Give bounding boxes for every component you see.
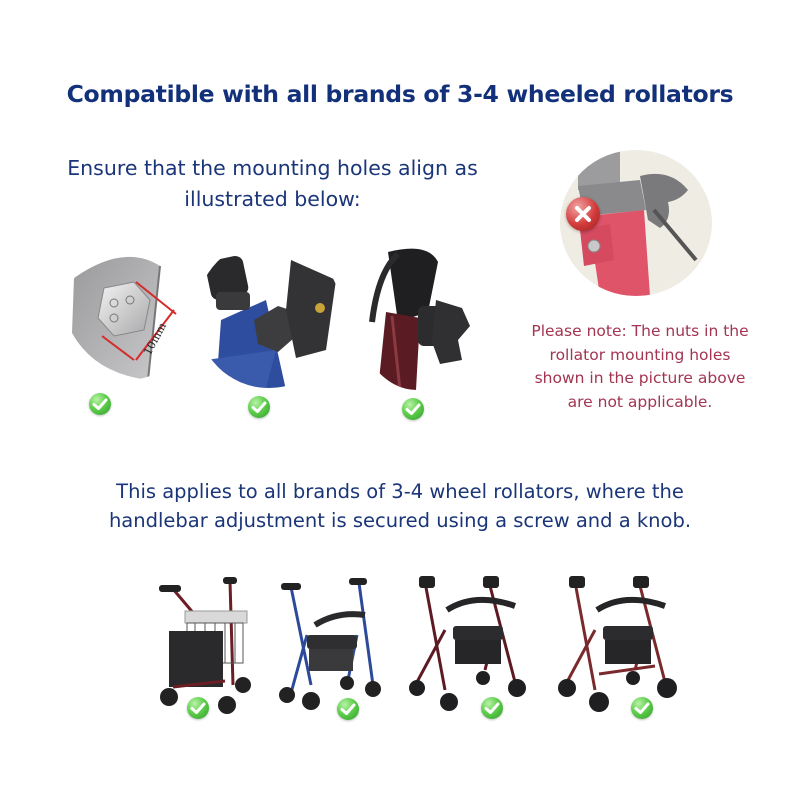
instructions-text: Ensure that the mounting holes align as … <box>30 153 515 215</box>
red-rollator-image <box>555 570 680 715</box>
blue-frame-knob-mount-image <box>196 240 342 388</box>
check-icon <box>481 697 503 719</box>
not-applicable-note: Please note: The nuts in the rollator mo… <box>512 320 768 414</box>
blue-rollator-image <box>277 575 387 715</box>
note-line-3: shown in the picture above <box>534 369 746 387</box>
applies-line-1: This applies to all brands of 3-4 wheel … <box>116 480 684 503</box>
applies-line-2: handlebar adjustment is secured using a … <box>108 509 692 532</box>
note-line-4: are not applicable. <box>567 392 713 411</box>
burgundy-frame-knob-illustration <box>369 248 470 390</box>
note-line-1: Please note: The nuts in the <box>531 322 749 340</box>
check-icon <box>89 393 111 415</box>
hex-bolt-mount-image: 10mm <box>64 248 192 380</box>
hex-bolt-illustration: 10mm <box>72 256 177 380</box>
check-icon <box>187 697 209 719</box>
three-wheel-rollator-image <box>155 575 255 715</box>
note-line-2: rollator mounting holes <box>549 345 731 364</box>
compatibility-description: This applies to all brands of 3-4 wheel … <box>40 477 760 535</box>
blue-frame-knob-illustration <box>196 255 336 388</box>
check-icon <box>402 398 424 420</box>
check-icon <box>337 698 359 720</box>
check-icon <box>248 396 270 418</box>
burgundy-rollator-image <box>405 570 530 715</box>
instructions-line-1: Ensure that the mounting holes align as <box>67 156 478 180</box>
check-icon <box>631 697 653 719</box>
x-icon <box>566 197 600 231</box>
burgundy-frame-knob-mount-image <box>358 242 476 390</box>
page-title: Compatible with all brands of 3-4 wheele… <box>66 80 734 108</box>
instructions-line-2: illustrated below: <box>184 187 361 211</box>
